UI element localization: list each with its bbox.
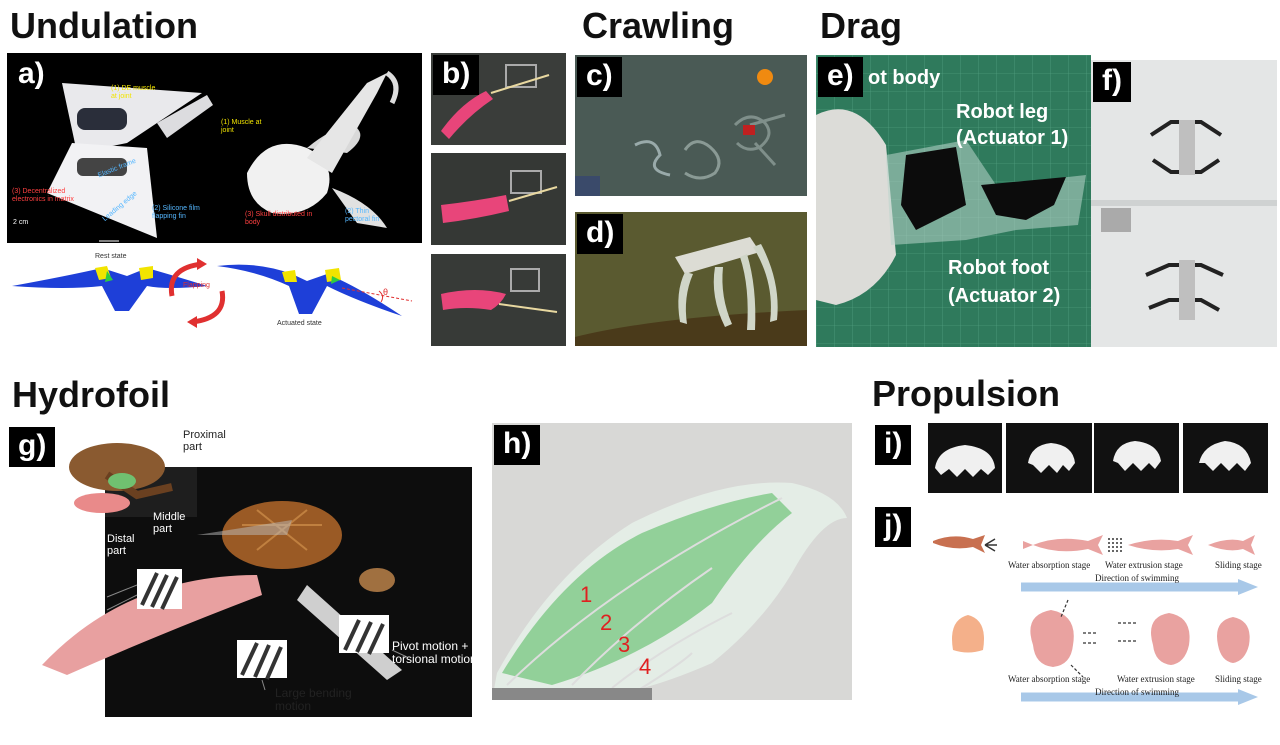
- panel-b-actuator-2: [441, 170, 558, 223]
- panel-e-label: e): [818, 57, 863, 97]
- annot-silicone-film: (2) Silicone film flapping fin: [152, 205, 200, 220]
- annot-proximal: Proximal part: [183, 429, 226, 454]
- annot-actuator-2: (Actuator 2): [948, 285, 1061, 307]
- panel-h-number-2: 2: [600, 610, 613, 635]
- annot-actuator-1: (Actuator 1): [956, 127, 1069, 149]
- annot-bend-twist: Bend-twist coupling motion: [19, 576, 104, 604]
- annot-flapping: Flapping: [183, 282, 210, 289]
- heading-drag: Drag: [820, 5, 903, 46]
- panel-j-label: j): [875, 507, 912, 547]
- panel-g-label: g): [9, 427, 56, 467]
- heading-hydrofoil: Hydrofoil: [12, 374, 170, 415]
- panel-f-label: f): [1093, 62, 1131, 102]
- annot-decentralized: (3) Decentralized electronics in matrix: [12, 188, 74, 203]
- heading-undulation: Undulation: [10, 5, 198, 46]
- annot-de-muscle: (1) DE muscle at joint: [111, 85, 156, 100]
- annot-middle: Middle part: [153, 511, 186, 536]
- panel-h-label: h): [494, 425, 541, 465]
- j-row1-stage-1: Water absorption stage: [1008, 560, 1091, 570]
- heading-propulsion: Propulsion: [872, 373, 1060, 414]
- panel-h-number-1: 1: [580, 582, 593, 607]
- annot-robot-leg: Robot leg: [956, 101, 1049, 123]
- annot-rest-state: Rest state: [95, 253, 127, 260]
- panel-b-actuator-1: [441, 64, 550, 139]
- panel-c-photo: c): [575, 55, 807, 196]
- panel-d-label: d): [577, 214, 624, 254]
- panel-d-photo: d): [575, 212, 807, 346]
- j-row2-direction: Direction of swimming: [1095, 687, 1179, 697]
- j-row1-stage-3: Sliding stage: [1215, 560, 1262, 570]
- panel-a-fin-states-diagram: [12, 258, 413, 328]
- panel-f-walking-robot: [1091, 120, 1277, 320]
- j-row1-direction: Direction of swimming: [1095, 573, 1179, 583]
- panel-a-photo: a) (1) DE muscle at joint Elastic frame …: [7, 53, 422, 243]
- annot-skull: (3) Skull distributed in body: [245, 211, 313, 226]
- panel-h-number-3: 3: [618, 632, 631, 657]
- panel-h-number-4: 4: [639, 654, 652, 679]
- panel-j-figure: j) Water absorption stage Water extrusio…: [873, 505, 1270, 705]
- j-row2-stage-3: Sliding stage: [1215, 674, 1262, 684]
- annot-large-bending: Large bending motion: [275, 686, 352, 714]
- annot-scale: 2 cm: [13, 219, 29, 226]
- panel-b-label: b): [433, 55, 480, 95]
- annot-distal: Distal part: [107, 533, 135, 558]
- panel-h-fin-illustration: [492, 482, 847, 700]
- panel-g-turtle-illustration: [42, 443, 472, 717]
- j-row1-stage-2: Water extrusion stage: [1105, 560, 1183, 570]
- panel-a-robots-illustration: [47, 70, 399, 242]
- j-row2-stage-1: Water absorption stage: [1008, 674, 1091, 684]
- panel-b-frame-1: b): [431, 53, 566, 145]
- annot-thin-fin: (2) Thin pectoral fin: [345, 208, 380, 223]
- panel-h-photo: h) 1 2 3 4: [492, 423, 852, 700]
- panel-b-frame-3: [431, 254, 566, 346]
- panel-g-figure: g) Proximal part Middle part Distal part…: [7, 425, 490, 725]
- annot-pivot: Pivot motion + torsional motion: [392, 639, 477, 667]
- panel-e-cutting-mat: [816, 55, 1091, 347]
- j-row2-stage-2: Water extrusion stage: [1117, 674, 1195, 684]
- panel-d-legged-robot: [575, 237, 807, 346]
- annot-robot-foot: Robot foot: [948, 257, 1050, 279]
- panel-b-frame-2: [431, 153, 566, 245]
- panel-a-diagram: Rest state Flapping Actuated state θ: [7, 246, 422, 346]
- heading-crawling: Crawling: [582, 5, 735, 46]
- panel-i-frames: i): [873, 423, 1268, 493]
- panel-a-label: a): [9, 55, 54, 95]
- annot-muscle-joint: (1) Muscle at joint: [221, 119, 262, 134]
- panel-i-label: i): [875, 425, 912, 465]
- panel-j-squid-scallop-diagram: [933, 535, 1258, 705]
- annot-body: ot body: [868, 67, 941, 89]
- annot-actuated-state: Actuated state: [277, 320, 322, 327]
- panel-c-label: c): [577, 57, 622, 97]
- panel-b-actuator-3: [441, 268, 558, 313]
- panel-e-photo: e) ot body Robot leg (Actuator 1) Robot …: [816, 55, 1091, 347]
- panel-i-jellyfish-frames: [928, 423, 1268, 493]
- annot-theta: θ: [383, 287, 389, 297]
- panel-c-crawlers: [575, 69, 786, 196]
- panel-f-photo: f): [1091, 60, 1277, 347]
